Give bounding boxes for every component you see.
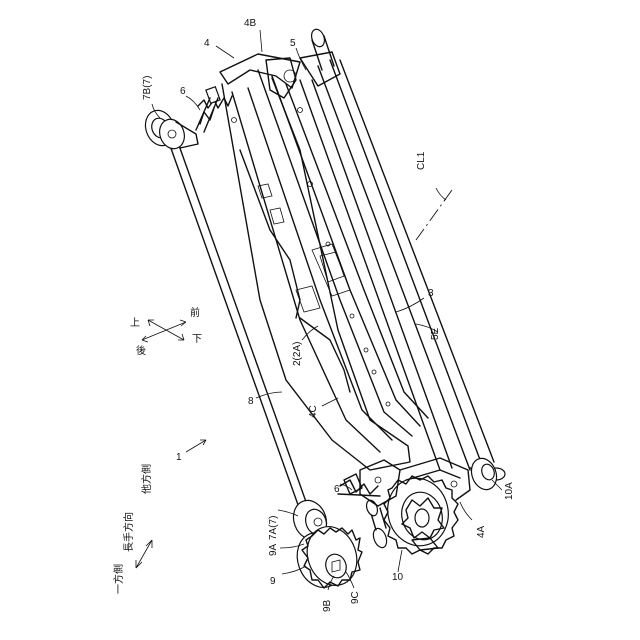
label-4A: 4A <box>476 525 487 538</box>
direction-indicator <box>142 320 186 342</box>
label-7A: 7A(7) <box>268 516 279 540</box>
longitudinal-indicator <box>136 540 152 568</box>
label-9B: 9B <box>322 599 333 612</box>
center-line-CL1 <box>416 190 452 240</box>
label-10: 10 <box>392 572 404 583</box>
dir-one-side: 一方側 <box>112 564 125 594</box>
dir-other-side: 他方側 <box>140 464 153 494</box>
label-1: 1 <box>176 452 182 463</box>
lower-bracket <box>344 460 400 506</box>
label-4C: 4C <box>308 405 319 418</box>
dir-down: 下 <box>192 334 202 345</box>
arrow-ref-1 <box>186 440 206 452</box>
label-7B: 7B(7) <box>142 76 153 100</box>
dir-front: 前 <box>190 306 200 319</box>
label-6-top: 6 <box>180 86 186 97</box>
label-CL1: CL1 <box>416 151 427 170</box>
label-9: 9 <box>270 576 276 587</box>
label-9A: 9A <box>268 543 279 556</box>
label-10A: 10A <box>504 482 515 500</box>
label-4: 4 <box>204 38 210 49</box>
label-4B: 4B <box>244 18 257 29</box>
label-6-bottom: 6 <box>334 484 340 495</box>
dir-back: 後 <box>136 344 146 357</box>
label-2: 2(2A) <box>292 342 303 366</box>
dir-up: 上 <box>130 317 140 329</box>
gear-10 <box>365 455 501 554</box>
label-5: 5 <box>290 38 296 49</box>
label-5E: 5E <box>430 327 441 340</box>
bearing-7B <box>141 106 198 152</box>
dir-longitudinal: 長手方向 <box>122 512 135 552</box>
label-9C: 9C <box>350 591 361 604</box>
label-3: 3 <box>428 288 434 299</box>
leader-lines <box>152 30 502 590</box>
label-8: 8 <box>248 396 254 407</box>
